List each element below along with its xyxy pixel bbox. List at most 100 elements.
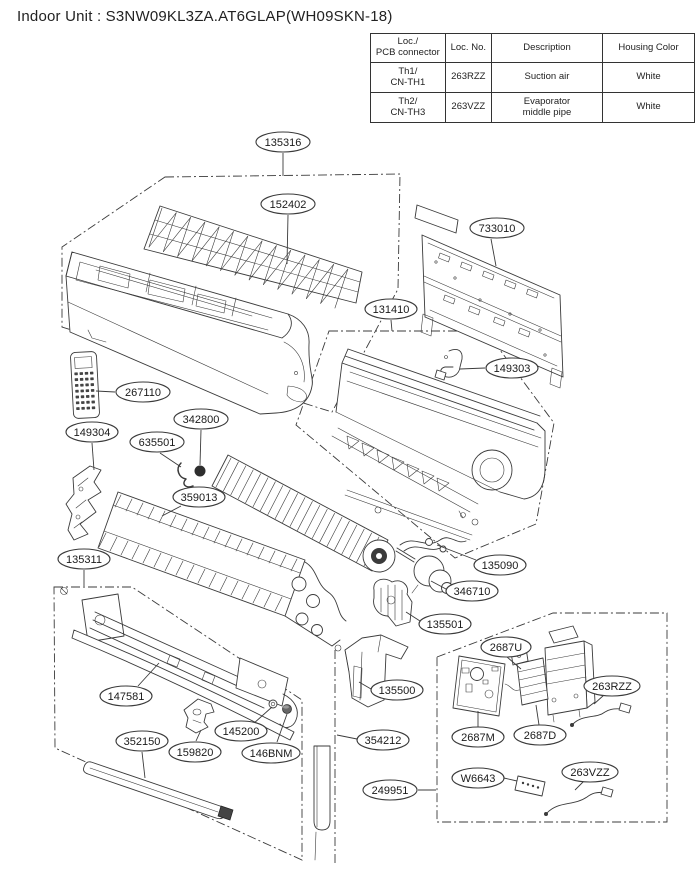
callout-ellipse [57,548,111,570]
part-number: 149304 [74,427,111,439]
callout-147581: 147581 [99,662,160,707]
callout-352150: 352150 [115,730,169,779]
pipe-assembly-135090-sketch [344,489,473,553]
callout-ellipse [451,726,505,748]
callout-ellipse [115,381,171,403]
callout-ellipse [260,193,316,215]
phantom-box-evaporator-assy [53,586,303,861]
callout-ellipse [65,421,119,443]
callout-ellipse [561,761,619,783]
leader-line [252,706,273,725]
callout-635501: 635501 [129,431,185,468]
table-cell: 263RZZ [444,62,492,93]
leader-line [574,780,585,791]
callout-ellipse [485,357,539,379]
part-number: 146BNM [250,748,293,760]
callout-ellipse [241,742,301,764]
leader-line [405,611,421,622]
callout-131410: 131410 [364,298,418,332]
callout-ellipse [480,636,532,658]
bracket-sketch [65,465,102,541]
callout-267110: 267110 [95,381,171,403]
table-cell: Evaporator middle pipe [490,92,604,123]
leader-line [490,238,497,267]
part-number: 135500 [379,685,416,697]
part-number: 635501 [139,437,176,449]
callout-ellipse [255,131,311,153]
callout-ellipse [445,580,499,602]
leader-line [358,681,372,690]
callout-2687M: 2687M [451,711,505,748]
part-number: 2687M [461,732,495,744]
clip-sketch [177,462,194,488]
evaporator-sketch [97,491,347,652]
leader-line [195,729,202,742]
callout-146BNM: 146BNM [241,713,301,764]
chassis-assembly-sketch [331,348,546,526]
callout-149303: 149303 [459,357,539,379]
thermistor-suction-sketch [570,702,632,727]
callout-W6643: W6643 [451,767,518,789]
callout-ellipse [362,779,418,801]
part-number: 2687U [490,642,522,654]
part-number: 267110 [125,387,161,399]
callout-ellipse [418,613,472,635]
part-number: 135501 [427,619,464,631]
leader-line [430,580,447,590]
page-title: Indoor Unit : S3NW09KL3ZA.AT6GLAP(WH09SK… [17,8,393,25]
callout-135090: 135090 [436,544,527,576]
part-number: 135311 [66,554,102,566]
table-header: Loc. No. [444,33,492,63]
callout-ellipse [364,298,418,320]
part-number: 263VZZ [570,767,609,779]
control-box-cover-sketch [344,634,409,708]
leader-line [91,442,95,471]
callout-346710: 346710 [430,580,499,602]
part-number: 131410 [373,304,410,316]
callout-342800: 342800 [173,408,229,466]
callout-ellipse [469,217,525,239]
part-number: 149303 [494,363,531,375]
leader-line [141,751,146,779]
callout-354212: 354212 [336,729,410,751]
callout-159820: 159820 [168,729,222,763]
wifi-module-sketch [514,775,546,797]
part-number: 342800 [183,414,220,426]
leader-line [286,214,289,265]
callout-ellipse [168,741,222,763]
callout-149304: 149304 [65,421,119,471]
callout-263VZZ: 263VZZ [561,761,619,791]
phantom-box-front-panel [61,173,401,413]
cap-nut-sketch [282,704,292,714]
control-box-enclosure-sketch [544,625,596,723]
table-header: Loc./ PCB connector [370,33,446,63]
callout-ellipse [513,724,567,746]
leader-line [159,452,182,468]
leader-line [161,505,182,517]
cap-sketch [194,465,206,477]
callout-135311: 135311 [57,548,111,586]
callout-359013: 359013 [161,486,226,517]
leader-line [336,734,358,740]
callout-ellipse [99,685,153,707]
drain-pan-sketch [60,587,298,741]
leader-line [535,704,540,726]
main-pcb-sketch [452,655,533,717]
cross-flow-fan-sketch [211,454,396,573]
remote-control-sketch [70,351,100,419]
callout-145200: 145200 [214,706,273,742]
leader-line [436,544,477,561]
part-number: 733010 [479,223,516,235]
callout-2687U: 2687U [480,636,532,670]
callout-ellipse [214,720,268,742]
leader-line [199,429,202,466]
part-number: 135090 [482,560,519,572]
horizontal-vane-sketch [83,761,234,821]
callout-ellipse [172,486,226,508]
part-number: 152402 [270,199,307,211]
callout-135316: 135316 [255,131,311,176]
leader-line [593,694,605,705]
table-cell: White [602,92,695,123]
